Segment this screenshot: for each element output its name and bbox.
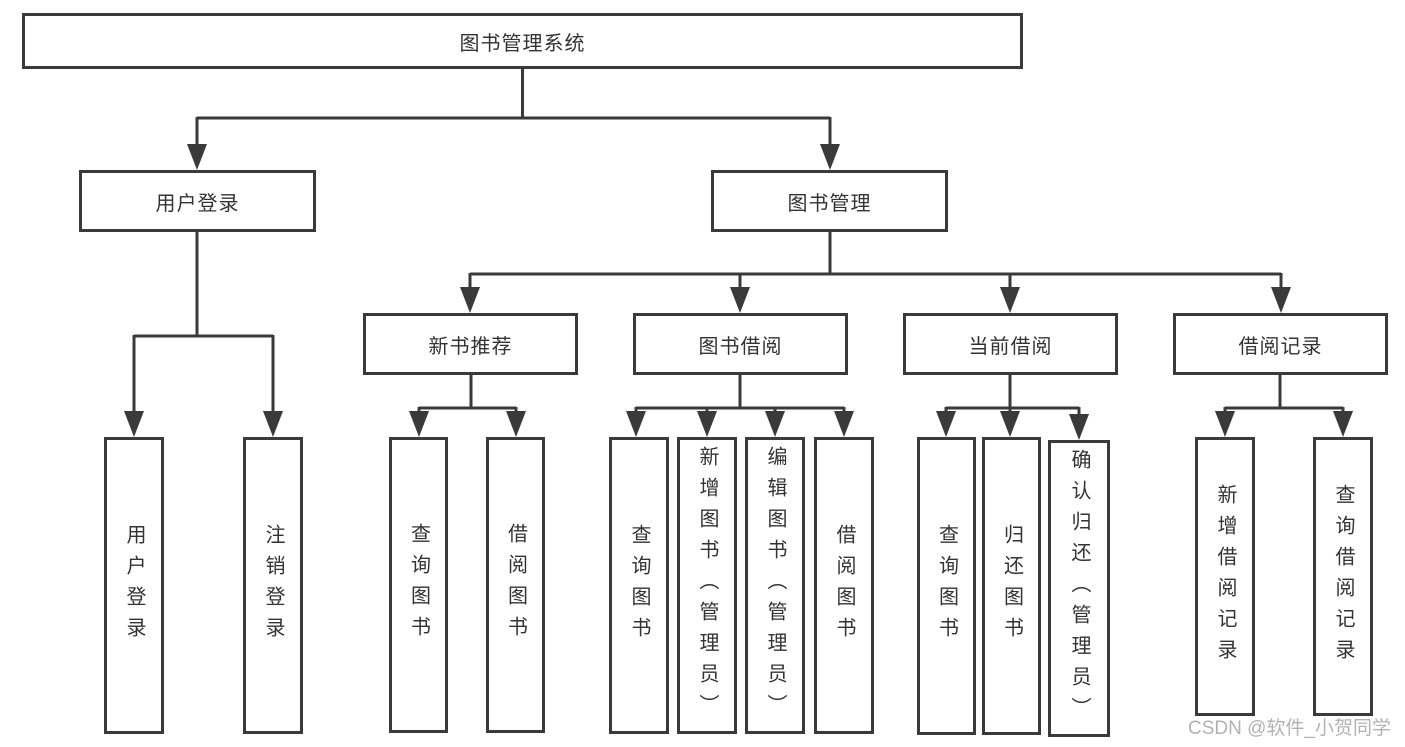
node-user-login-label: 用户登录 <box>155 192 240 215</box>
leaf-add-borrow-record-label: 新增借阅记录 <box>1214 483 1236 670</box>
connector-new-book <box>417 375 518 413</box>
node-new-book-recommend: 新书推荐 <box>363 313 578 375</box>
leaf-user-login: 用户登录 <box>104 437 164 734</box>
node-user-login: 用户登录 <box>79 170 316 232</box>
node-current-borrow: 当前借阅 <box>903 313 1118 375</box>
node-book-management: 图书管理 <box>711 170 948 232</box>
leaf-user-login-label: 用户登录 <box>123 523 145 648</box>
leaf-borrow-book-2-label: 借阅图书 <box>833 523 855 648</box>
leaf-borrow-book-2: 借阅图书 <box>814 437 874 734</box>
arrowheads <box>124 144 1353 440</box>
connector-root <box>195 69 832 146</box>
connector-user-login <box>132 232 275 413</box>
leaf-return-book: 归还图书 <box>982 437 1041 735</box>
leaf-logout-label: 注销登录 <box>262 523 284 648</box>
csdn-watermark: CSDN @软件_小贺同学 <box>1188 718 1391 739</box>
node-borrow-record: 借阅记录 <box>1173 313 1388 375</box>
leaf-query-book-2-label: 查询图书 <box>628 523 650 648</box>
leaf-confirm-return-admin-label: 确认归还（管理员） <box>1068 449 1090 728</box>
leaf-borrow-book-1: 借阅图书 <box>486 437 545 733</box>
leaf-add-book-admin: 新增图书（管理员） <box>677 437 737 734</box>
node-root-system: 图书管理系统 <box>22 13 1023 69</box>
connector-book-borrow <box>634 375 846 413</box>
leaf-query-borrow-record: 查询借阅记录 <box>1313 437 1373 716</box>
leaf-add-book-admin-label: 新增图书（管理员） <box>696 446 718 725</box>
leaf-logout: 注销登录 <box>243 437 303 734</box>
connector-book-mgmt <box>468 232 1283 289</box>
node-book-borrow: 图书借阅 <box>633 313 848 375</box>
node-root-label: 图书管理系统 <box>459 32 586 55</box>
node-current-borrow-label: 当前借阅 <box>968 335 1053 358</box>
node-book-borrow-label: 图书借阅 <box>698 335 783 358</box>
leaf-query-book-1-label: 查询图书 <box>407 523 430 647</box>
node-borrow-record-label: 借阅记录 <box>1238 335 1323 358</box>
leaf-edit-book-admin-label: 编辑图书（管理员） <box>764 446 786 725</box>
leaf-query-book-3-label: 查询图书 <box>935 524 958 648</box>
leaf-borrow-book-1-label: 借阅图书 <box>504 523 527 647</box>
leaf-add-borrow-record: 新增借阅记录 <box>1195 437 1255 716</box>
leaf-confirm-return-admin: 确认归还（管理员） <box>1048 440 1110 737</box>
leaf-return-book-label: 归还图书 <box>1000 524 1023 648</box>
node-new-book-recommend-label: 新书推荐 <box>428 335 513 358</box>
leaf-query-book-2: 查询图书 <box>609 437 669 734</box>
connector-borrow-record <box>1223 375 1345 413</box>
leaf-query-book-1: 查询图书 <box>389 437 448 733</box>
leaf-edit-book-admin: 编辑图书（管理员） <box>745 437 805 734</box>
node-book-management-label: 图书管理 <box>787 192 872 215</box>
leaf-query-book-3: 查询图书 <box>917 437 976 735</box>
connector-current-borrow <box>944 375 1081 416</box>
leaf-query-borrow-record-label: 查询借阅记录 <box>1332 483 1354 670</box>
